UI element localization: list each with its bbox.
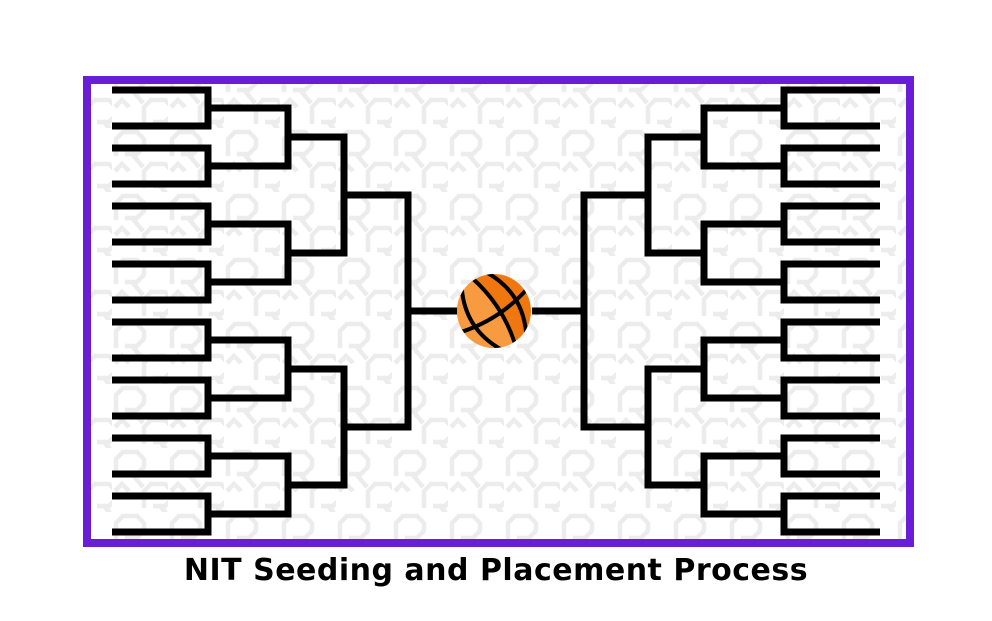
bracket-frame: [83, 76, 914, 547]
bracket-left-side: [112, 86, 460, 536]
bracket-right-side: [532, 86, 880, 536]
basketball-icon: [457, 270, 531, 352]
figure-title: NIT Seeding and Placement Process: [183, 553, 809, 588]
